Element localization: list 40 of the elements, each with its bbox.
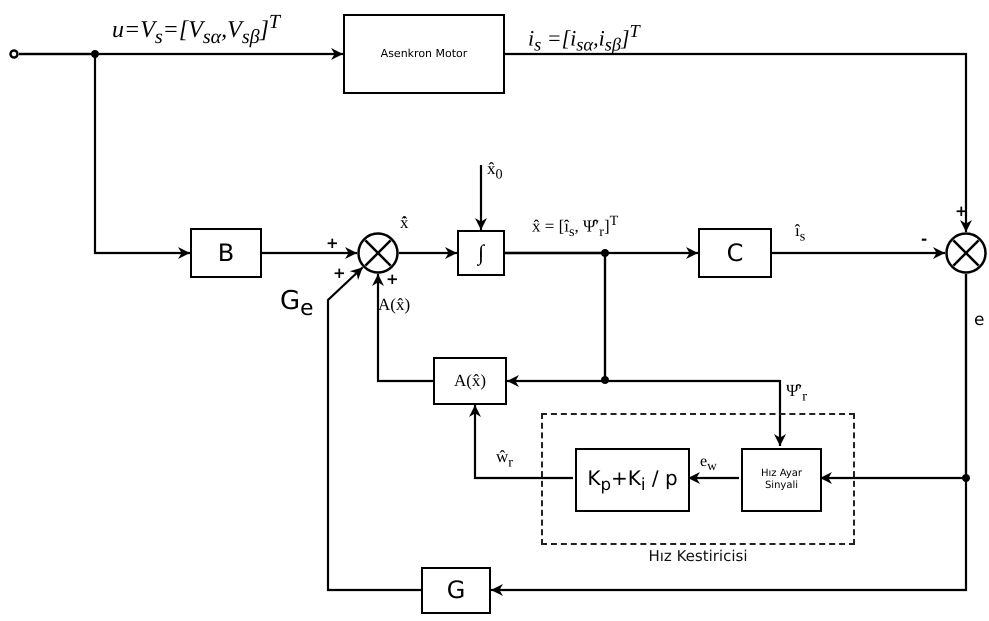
edge-label: G$_{e}$	[280, 288, 314, 320]
block: Asenkron Motor	[343, 14, 505, 94]
block: G	[421, 567, 491, 614]
edge-label: x̂̇	[400, 214, 408, 231]
block: K$_{p}$+K$_{i}$ / p	[575, 448, 690, 512]
edge-label: x̂ = [î$_{s}$, Ψ̂′$_{r}$]$^{T}$	[532, 214, 618, 240]
edge-label: e	[974, 312, 984, 329]
edge-label: e$_{w}$	[700, 454, 717, 473]
arrow	[372, 274, 433, 382]
arrow	[469, 405, 573, 480]
edge-label: Ψ̂′$_{r}$	[786, 382, 807, 404]
arrow	[326, 266, 421, 592]
arrow	[491, 274, 968, 596]
arrow	[262, 247, 357, 259]
edge-label: ŵ$_{r}$	[496, 448, 513, 470]
arrow	[399, 247, 457, 259]
block: C	[698, 228, 772, 278]
arrow	[505, 252, 786, 446]
sign-label: +	[386, 272, 399, 287]
edge-label: u=V$_{s}$=[V$_{sα}$,V$_{sβ}$]$^{T}$	[112, 12, 280, 47]
arrow	[19, 52, 190, 259]
block: A(x̂)	[433, 357, 507, 405]
arrow	[688, 472, 739, 484]
block: ∫	[457, 230, 505, 276]
edge-label: x̂$_{0}$	[487, 160, 503, 182]
sign-label: -	[921, 232, 928, 247]
edge-label: î$_{s}$	[795, 222, 806, 244]
edge-label: i$_{s}$ =[i$_{sα}$,i$_{sβ}$]$^{T}$	[528, 22, 640, 54]
arrow	[475, 165, 487, 230]
block: Hız Ayar Sinyali	[741, 448, 822, 512]
sign-label: +	[333, 266, 346, 281]
sign-label: +	[326, 236, 339, 251]
summing-junction	[357, 232, 399, 274]
arrow	[505, 52, 972, 232]
edge-label: A(x̂)	[378, 296, 410, 313]
summing-junction	[945, 232, 987, 274]
arrow	[772, 247, 945, 259]
group-heading: Hız Kestiricisi	[647, 547, 748, 565]
input-terminal	[9, 49, 19, 59]
block: B	[190, 228, 262, 278]
